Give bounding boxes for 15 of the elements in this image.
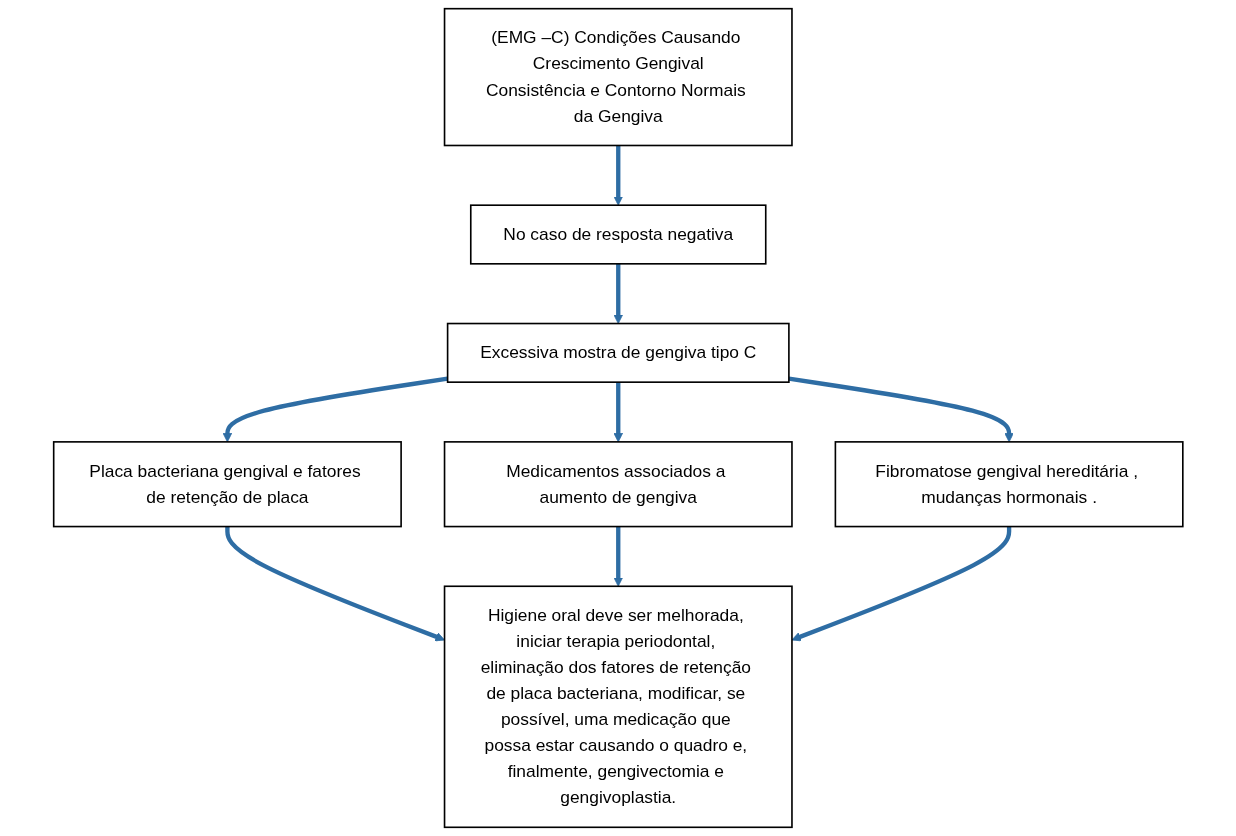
node-box: Excessiva mostra de gengiva tipo C <box>446 322 790 383</box>
node-box: Placa bacteriana gengival e fatores de retenção de placa <box>52 441 402 528</box>
arrow <box>613 526 623 587</box>
arrow <box>613 382 623 443</box>
node-box: Fibromatose gengival hereditária , mudanças hormonais . <box>834 441 1184 528</box>
node-box: Medicamentos associados a aumento de gengiva <box>443 441 793 528</box>
arrow <box>613 263 623 324</box>
arrow <box>613 145 623 206</box>
arrow <box>791 526 1011 642</box>
node-box: No caso de resposta negativa <box>469 204 767 265</box>
arrow <box>225 526 445 642</box>
arrow <box>788 376 1014 443</box>
node-box: (EMG –C) Condições Causando Crescimento Gengival Consistência e Contorno Normais da Gengiva <box>443 7 793 147</box>
node-box: Higiene oral deve ser melhorada, iniciar terapia periodontal, eliminação dos fatores de retenção de placa bacteriana, modificar, se possível, uma medicação que possa estar causando o quadro e, finalmente, gengivectomia e gengivoplastia. <box>443 585 793 829</box>
arrow <box>222 376 448 443</box>
